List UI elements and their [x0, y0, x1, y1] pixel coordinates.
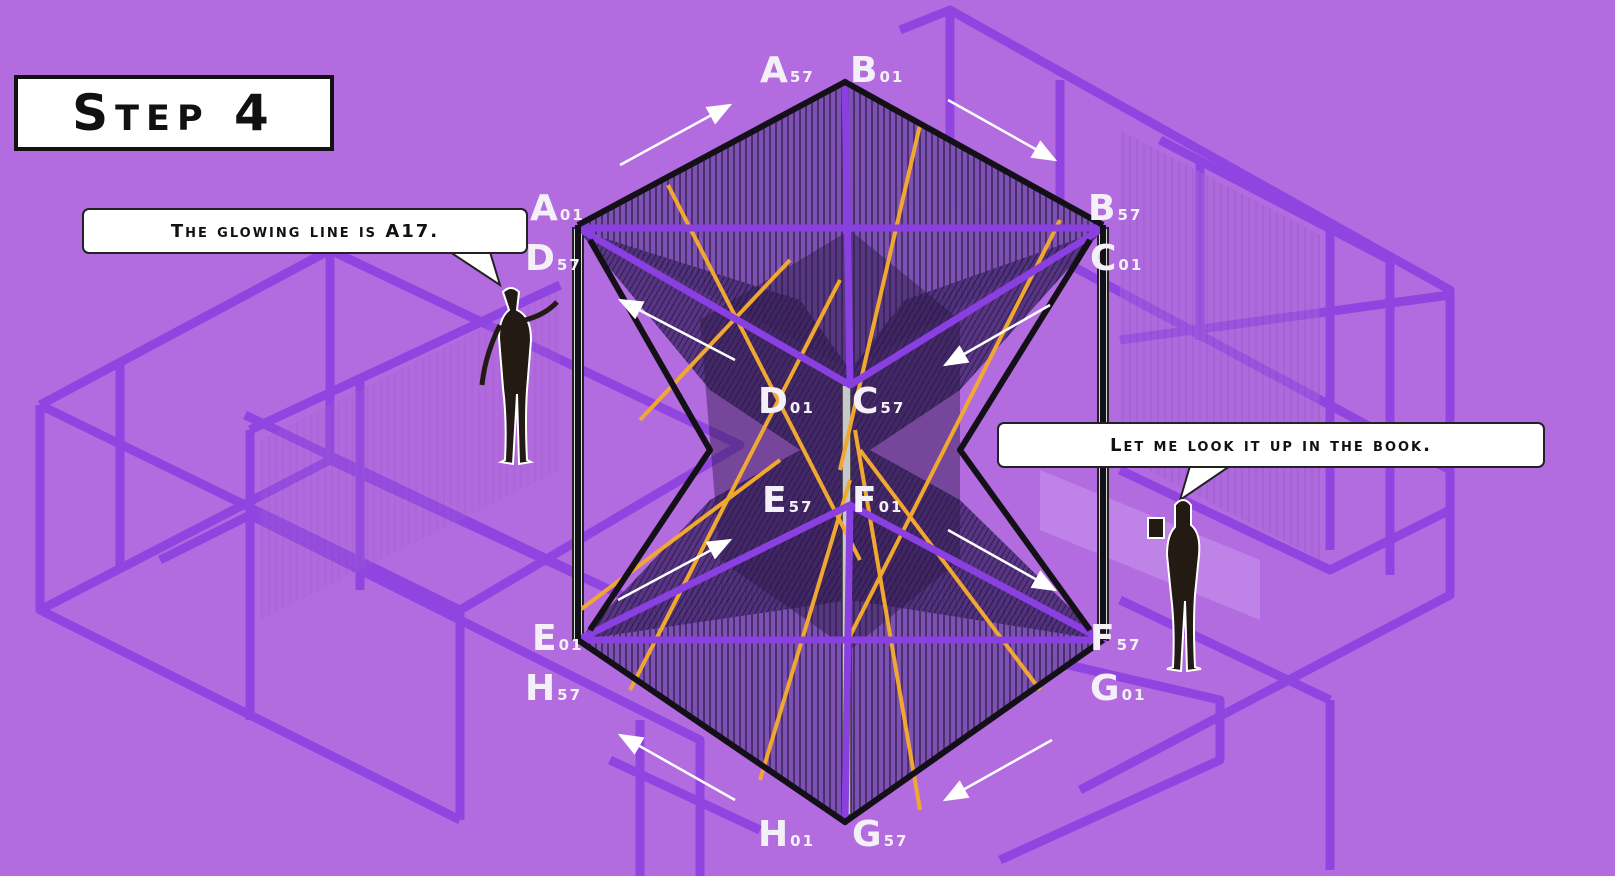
step-title: Step 4 — [72, 84, 276, 142]
speech-bubble-right: Let me look it up in the book. — [997, 422, 1545, 468]
step-title-box: Step 4 — [14, 75, 334, 151]
speech-bubble-left: The glowing line is A17. — [82, 208, 528, 254]
speech-text-left: The glowing line is A17. — [171, 221, 439, 242]
speech-text-right: Let me look it up in the book. — [1110, 435, 1432, 456]
